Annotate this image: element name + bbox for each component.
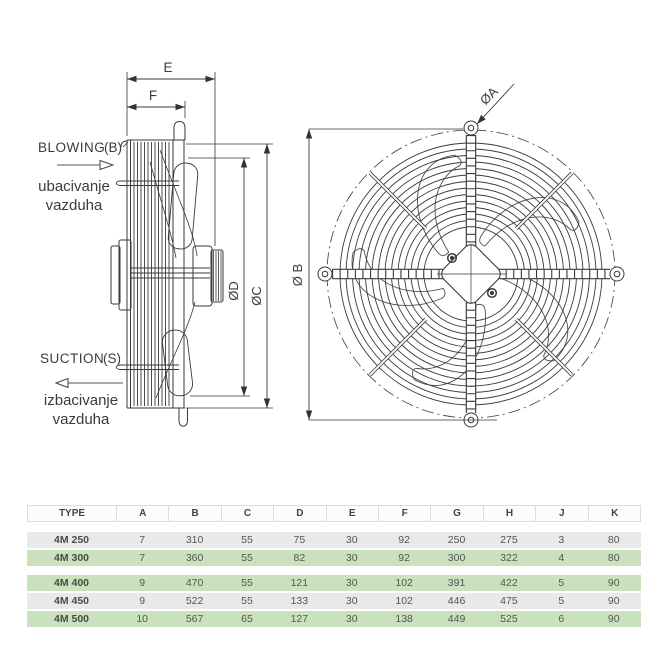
- cell-value: 275: [500, 534, 518, 546]
- cell-value: 133: [290, 595, 309, 607]
- cell-value: 90: [607, 577, 620, 589]
- front-view: [305, 83, 625, 428]
- cell-value: 92: [398, 534, 410, 546]
- cell-value: 300: [447, 552, 466, 564]
- cell-value: 92: [398, 552, 410, 564]
- cell-value: 5: [558, 577, 565, 589]
- dim-label-oa: ØA: [477, 84, 501, 108]
- cell-value: 65: [241, 613, 253, 625]
- cell-value: 55: [241, 534, 253, 546]
- suction-arrow-icon: [54, 377, 123, 389]
- blowing-code: (B): [104, 140, 122, 155]
- cell-value: 5: [558, 595, 565, 607]
- header-cell-h: H: [484, 506, 537, 521]
- cell-value: 522: [185, 595, 204, 607]
- cell-value: 30: [345, 534, 358, 546]
- cell-value: 322: [500, 552, 518, 564]
- cell-value: 127: [290, 613, 309, 625]
- header-cell-d: D: [274, 506, 327, 521]
- technical-drawing: E F ØD ØC BLOWING (B) ubacivanje vazduha…: [38, 60, 625, 428]
- cell-value: 446: [447, 595, 466, 607]
- cell-type: 4M 450: [53, 595, 90, 607]
- cell-value: 475: [500, 595, 518, 607]
- cell-value: 422: [500, 577, 518, 589]
- suction-sub2: vazduha: [53, 411, 110, 428]
- cell-type: 4M 300: [53, 552, 90, 564]
- cell-value: 80: [607, 534, 620, 546]
- header-cell-a: A: [117, 506, 170, 521]
- cell-value: 55: [241, 552, 253, 564]
- dim-label-f: F: [149, 88, 157, 103]
- cell-value: 30: [345, 577, 358, 589]
- cell-value: 90: [607, 613, 620, 625]
- cell-value: 470: [185, 577, 204, 589]
- cell-value: 121: [290, 577, 309, 589]
- cell-value: 567: [185, 613, 204, 625]
- header-cell-g: G: [431, 506, 484, 521]
- cell-value: 30: [345, 595, 358, 607]
- cell-value: 3: [558, 534, 565, 546]
- header-cell-c: C: [222, 506, 275, 521]
- cell-type: 4M 500: [53, 613, 90, 625]
- cell-value: 30: [345, 552, 358, 564]
- cell-value: 7: [139, 534, 146, 546]
- table-row-4m-400: 4M 400 9 470 55 121 30 102 391 422 5 90: [27, 575, 641, 591]
- cell-value: 310: [185, 534, 204, 546]
- cell-value: 102: [395, 577, 413, 589]
- table-row-4m-450: 4M 450 9 522 55 133 30 102 446 475 5 90: [27, 593, 641, 609]
- header-cell-b: B: [169, 506, 222, 521]
- cell-value: 6: [558, 613, 565, 625]
- dim-label-od: ØD: [226, 281, 241, 301]
- cell-value: 7: [139, 552, 146, 564]
- header-cell-f: F: [379, 506, 432, 521]
- blowing-label: BLOWING: [38, 140, 105, 155]
- cell-value: 391: [447, 577, 466, 589]
- cell-value: 30: [345, 613, 358, 625]
- blowing-sub1: ubacivanje: [38, 178, 110, 195]
- cell-value: 80: [607, 552, 620, 564]
- cell-value: 102: [395, 595, 413, 607]
- table-row-4m-300: 4M 300 7 360 55 82 30 92 300 322 4 80: [27, 550, 641, 566]
- side-view: [110, 72, 273, 427]
- suction-sub1: izbacivanje: [44, 392, 118, 409]
- table-row-4m-500: 4M 500 10 567 65 127 30 138 449 525 6 90: [27, 611, 641, 627]
- cell-value: 9: [139, 577, 146, 589]
- cell-value: 75: [293, 534, 306, 546]
- cell-value: 55: [241, 595, 253, 607]
- dim-label-e: E: [163, 60, 172, 75]
- header-cell-e: E: [327, 506, 379, 521]
- suction-code: (S): [103, 351, 121, 366]
- cell-value: 10: [136, 613, 149, 625]
- cell-value: 55: [241, 577, 253, 589]
- dim-label-ob: Ø B: [290, 264, 305, 286]
- cell-value: 138: [395, 613, 413, 625]
- blowing-arrow-icon: [57, 159, 115, 171]
- table-row-4m-250: 4M 250 7 310 55 75 30 92 250 275 3 80: [27, 532, 641, 548]
- header-cell-k: K: [611, 508, 619, 519]
- cell-value: 82: [293, 552, 306, 564]
- dim-label-oc: ØC: [249, 286, 264, 306]
- cell-value: 360: [185, 552, 204, 564]
- cell-value: 525: [500, 613, 518, 625]
- cell-type: 4M 400: [53, 577, 90, 589]
- cell-value: 449: [447, 613, 466, 625]
- cell-value: 9: [139, 595, 146, 607]
- header-cell-j: J: [536, 506, 589, 521]
- cell-value: 90: [607, 595, 620, 607]
- header-cell-type: TYPE: [28, 506, 117, 521]
- cell-value: 4: [558, 552, 565, 564]
- suction-label: SUCTION: [40, 351, 104, 366]
- blowing-sub2: vazduha: [46, 197, 103, 214]
- cell-type: 4M 250: [53, 534, 90, 546]
- cell-value: 250: [447, 534, 466, 546]
